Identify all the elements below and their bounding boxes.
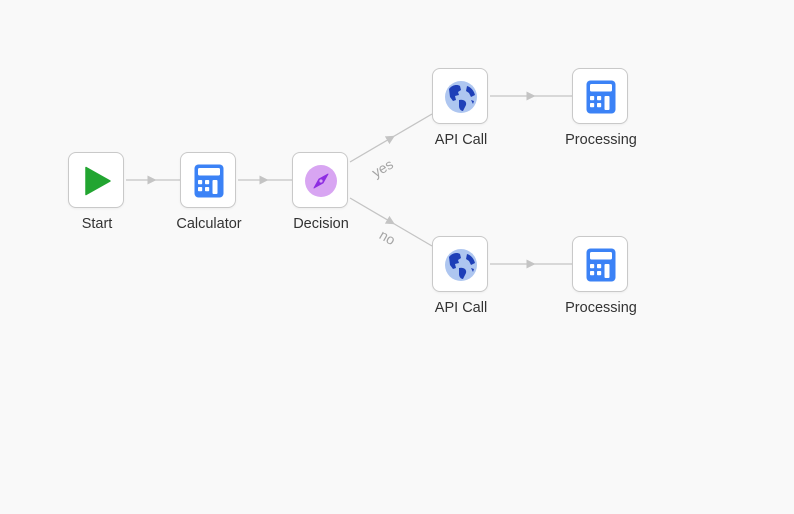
node-processing-no[interactable] bbox=[572, 236, 628, 292]
node-api-call-yes[interactable] bbox=[432, 68, 488, 124]
node-label-decision: Decision bbox=[293, 216, 349, 232]
node-decision[interactable] bbox=[292, 152, 348, 208]
node-label-api-call-yes: API Call bbox=[434, 132, 488, 148]
calculator-icon bbox=[586, 248, 616, 282]
calculator-icon bbox=[194, 164, 224, 198]
node-processing-yes[interactable] bbox=[572, 68, 628, 124]
node-start[interactable] bbox=[68, 152, 124, 208]
play-icon bbox=[85, 166, 111, 196]
globe-icon bbox=[445, 81, 477, 113]
edge-decision-api-yes-tail bbox=[390, 113, 433, 139]
edge-decision-api-no bbox=[349, 197, 395, 225]
node-label-processing-yes: Processing bbox=[565, 132, 637, 148]
calculator-icon bbox=[586, 80, 616, 114]
node-label-start: Start bbox=[81, 216, 113, 232]
compass-icon bbox=[305, 165, 337, 197]
edge-decision-api-yes bbox=[349, 135, 395, 163]
edges bbox=[126, 91, 572, 269]
edge-label-no: no bbox=[377, 226, 399, 248]
edge-decision-api-no-tail bbox=[390, 221, 433, 247]
node-label-processing-no: Processing bbox=[565, 300, 637, 316]
globe-icon bbox=[445, 249, 477, 281]
node-label-api-call-no: API Call bbox=[434, 300, 488, 316]
node-calculator[interactable] bbox=[180, 152, 236, 208]
edge-label-yes: yes bbox=[369, 156, 396, 181]
node-api-call-no[interactable] bbox=[432, 236, 488, 292]
node-label-calculator: Calculator bbox=[176, 216, 242, 232]
